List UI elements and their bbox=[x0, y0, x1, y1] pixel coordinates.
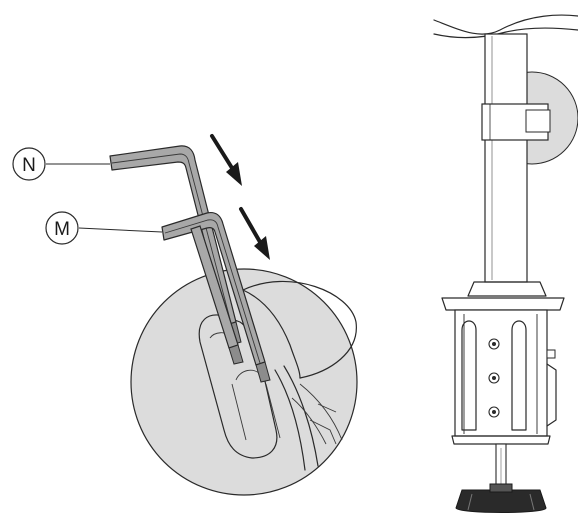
monitor-pole-icon bbox=[433, 14, 578, 297]
hex-key-m-icon bbox=[161, 211, 271, 383]
desk-clamp-icon bbox=[441, 297, 565, 489]
clamp-knob-icon bbox=[455, 483, 547, 513]
callout-m: M bbox=[45, 211, 163, 245]
callout-m-label: M bbox=[54, 219, 70, 240]
callout-n: N bbox=[12, 147, 110, 181]
callout-n-label: N bbox=[22, 155, 36, 176]
down-arrow-icon bbox=[210, 134, 270, 260]
magnifier-circle-icon bbox=[130, 268, 358, 496]
